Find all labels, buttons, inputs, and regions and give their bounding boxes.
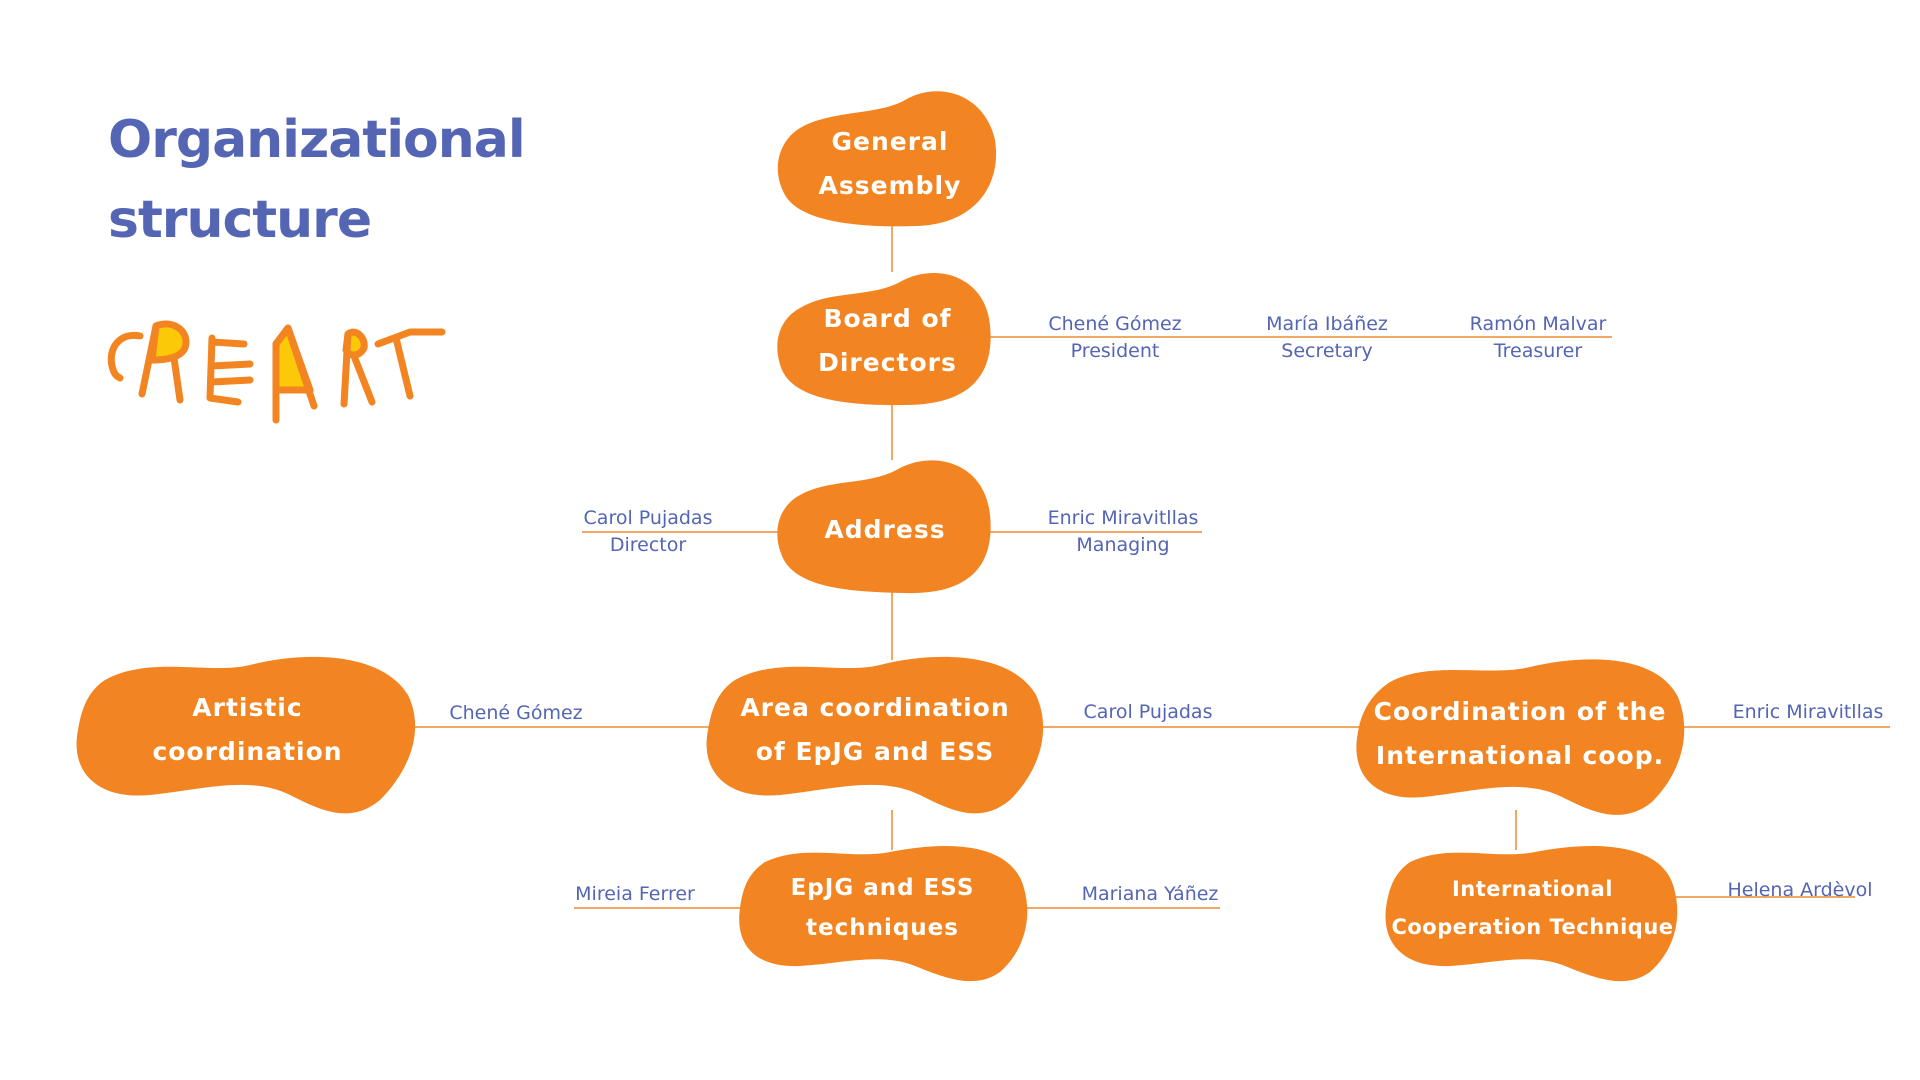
person-role: Managing bbox=[1076, 534, 1170, 556]
person-board-treasurer: Ramón Malvar Treasurer bbox=[1470, 311, 1607, 365]
person-name: Helena Ardèvol bbox=[1727, 879, 1873, 901]
person-intl-tech-lead: Helena Ardèvol bbox=[1727, 877, 1872, 904]
person-area-lead: Carol Pujadas bbox=[1084, 699, 1213, 726]
person-name: Enric Miravitllas bbox=[1047, 507, 1199, 529]
logo-letter-a bbox=[272, 324, 318, 424]
person-artistic-lead: Chené Gómez bbox=[449, 700, 582, 727]
title-line-2: structure bbox=[108, 190, 372, 250]
person-name: Carol Pujadas bbox=[583, 507, 713, 529]
blob-area[interactable] bbox=[706, 656, 1044, 814]
person-role: Treasurer bbox=[1493, 340, 1583, 362]
logo-letter-c bbox=[107, 331, 144, 382]
person-name: Carol Pujadas bbox=[1083, 701, 1213, 723]
person-role: Director bbox=[609, 534, 687, 556]
logo-letter-t bbox=[374, 328, 446, 400]
blob-artistic[interactable] bbox=[76, 656, 416, 814]
person-name: Mireia Ferrer bbox=[575, 883, 695, 905]
blob-board[interactable] bbox=[777, 273, 991, 406]
blob-intl-tech[interactable] bbox=[1385, 845, 1678, 982]
person-name: Chené Gómez bbox=[1048, 313, 1182, 335]
creart-logo: CREART bbox=[107, 320, 446, 424]
person-board-secretary: María Ibáñez Secretary bbox=[1266, 311, 1388, 365]
blob-general-assembly[interactable] bbox=[777, 91, 997, 227]
blob-intl-coord[interactable] bbox=[1356, 659, 1685, 815]
person-name: María Ibáñez bbox=[1266, 313, 1388, 335]
person-epjg-left: Mireia Ferrer bbox=[575, 881, 695, 908]
blob-address[interactable] bbox=[777, 460, 991, 594]
person-role: Secretary bbox=[1281, 340, 1373, 362]
person-address-managing: Enric Miravitllas Managing bbox=[1048, 505, 1199, 559]
person-role: President bbox=[1070, 340, 1160, 362]
person-name: Chené Gómez bbox=[449, 702, 583, 724]
blobs bbox=[76, 91, 1685, 982]
person-name: Mariana Yáñez bbox=[1081, 883, 1219, 905]
person-name: Ramón Malvar bbox=[1469, 313, 1607, 335]
logo-letter-e bbox=[206, 334, 254, 406]
logo-letter-r1 bbox=[138, 322, 184, 404]
person-name: Enric Miravitllas bbox=[1732, 701, 1884, 723]
person-intl-lead: Enric Miravitllas bbox=[1733, 699, 1884, 726]
title-line-1: Organizational bbox=[108, 110, 526, 170]
blob-epjg-tech[interactable] bbox=[739, 845, 1028, 982]
page-title: Organizational structure bbox=[108, 100, 526, 260]
logo-letter-r1-bowl bbox=[148, 320, 190, 364]
person-board-president: Chené Gómez President bbox=[1048, 311, 1181, 365]
logo-letter-r2 bbox=[340, 330, 376, 408]
person-epjg-right: Mariana Yáñez bbox=[1082, 881, 1219, 908]
person-address-director: Carol Pujadas Director bbox=[584, 505, 713, 559]
